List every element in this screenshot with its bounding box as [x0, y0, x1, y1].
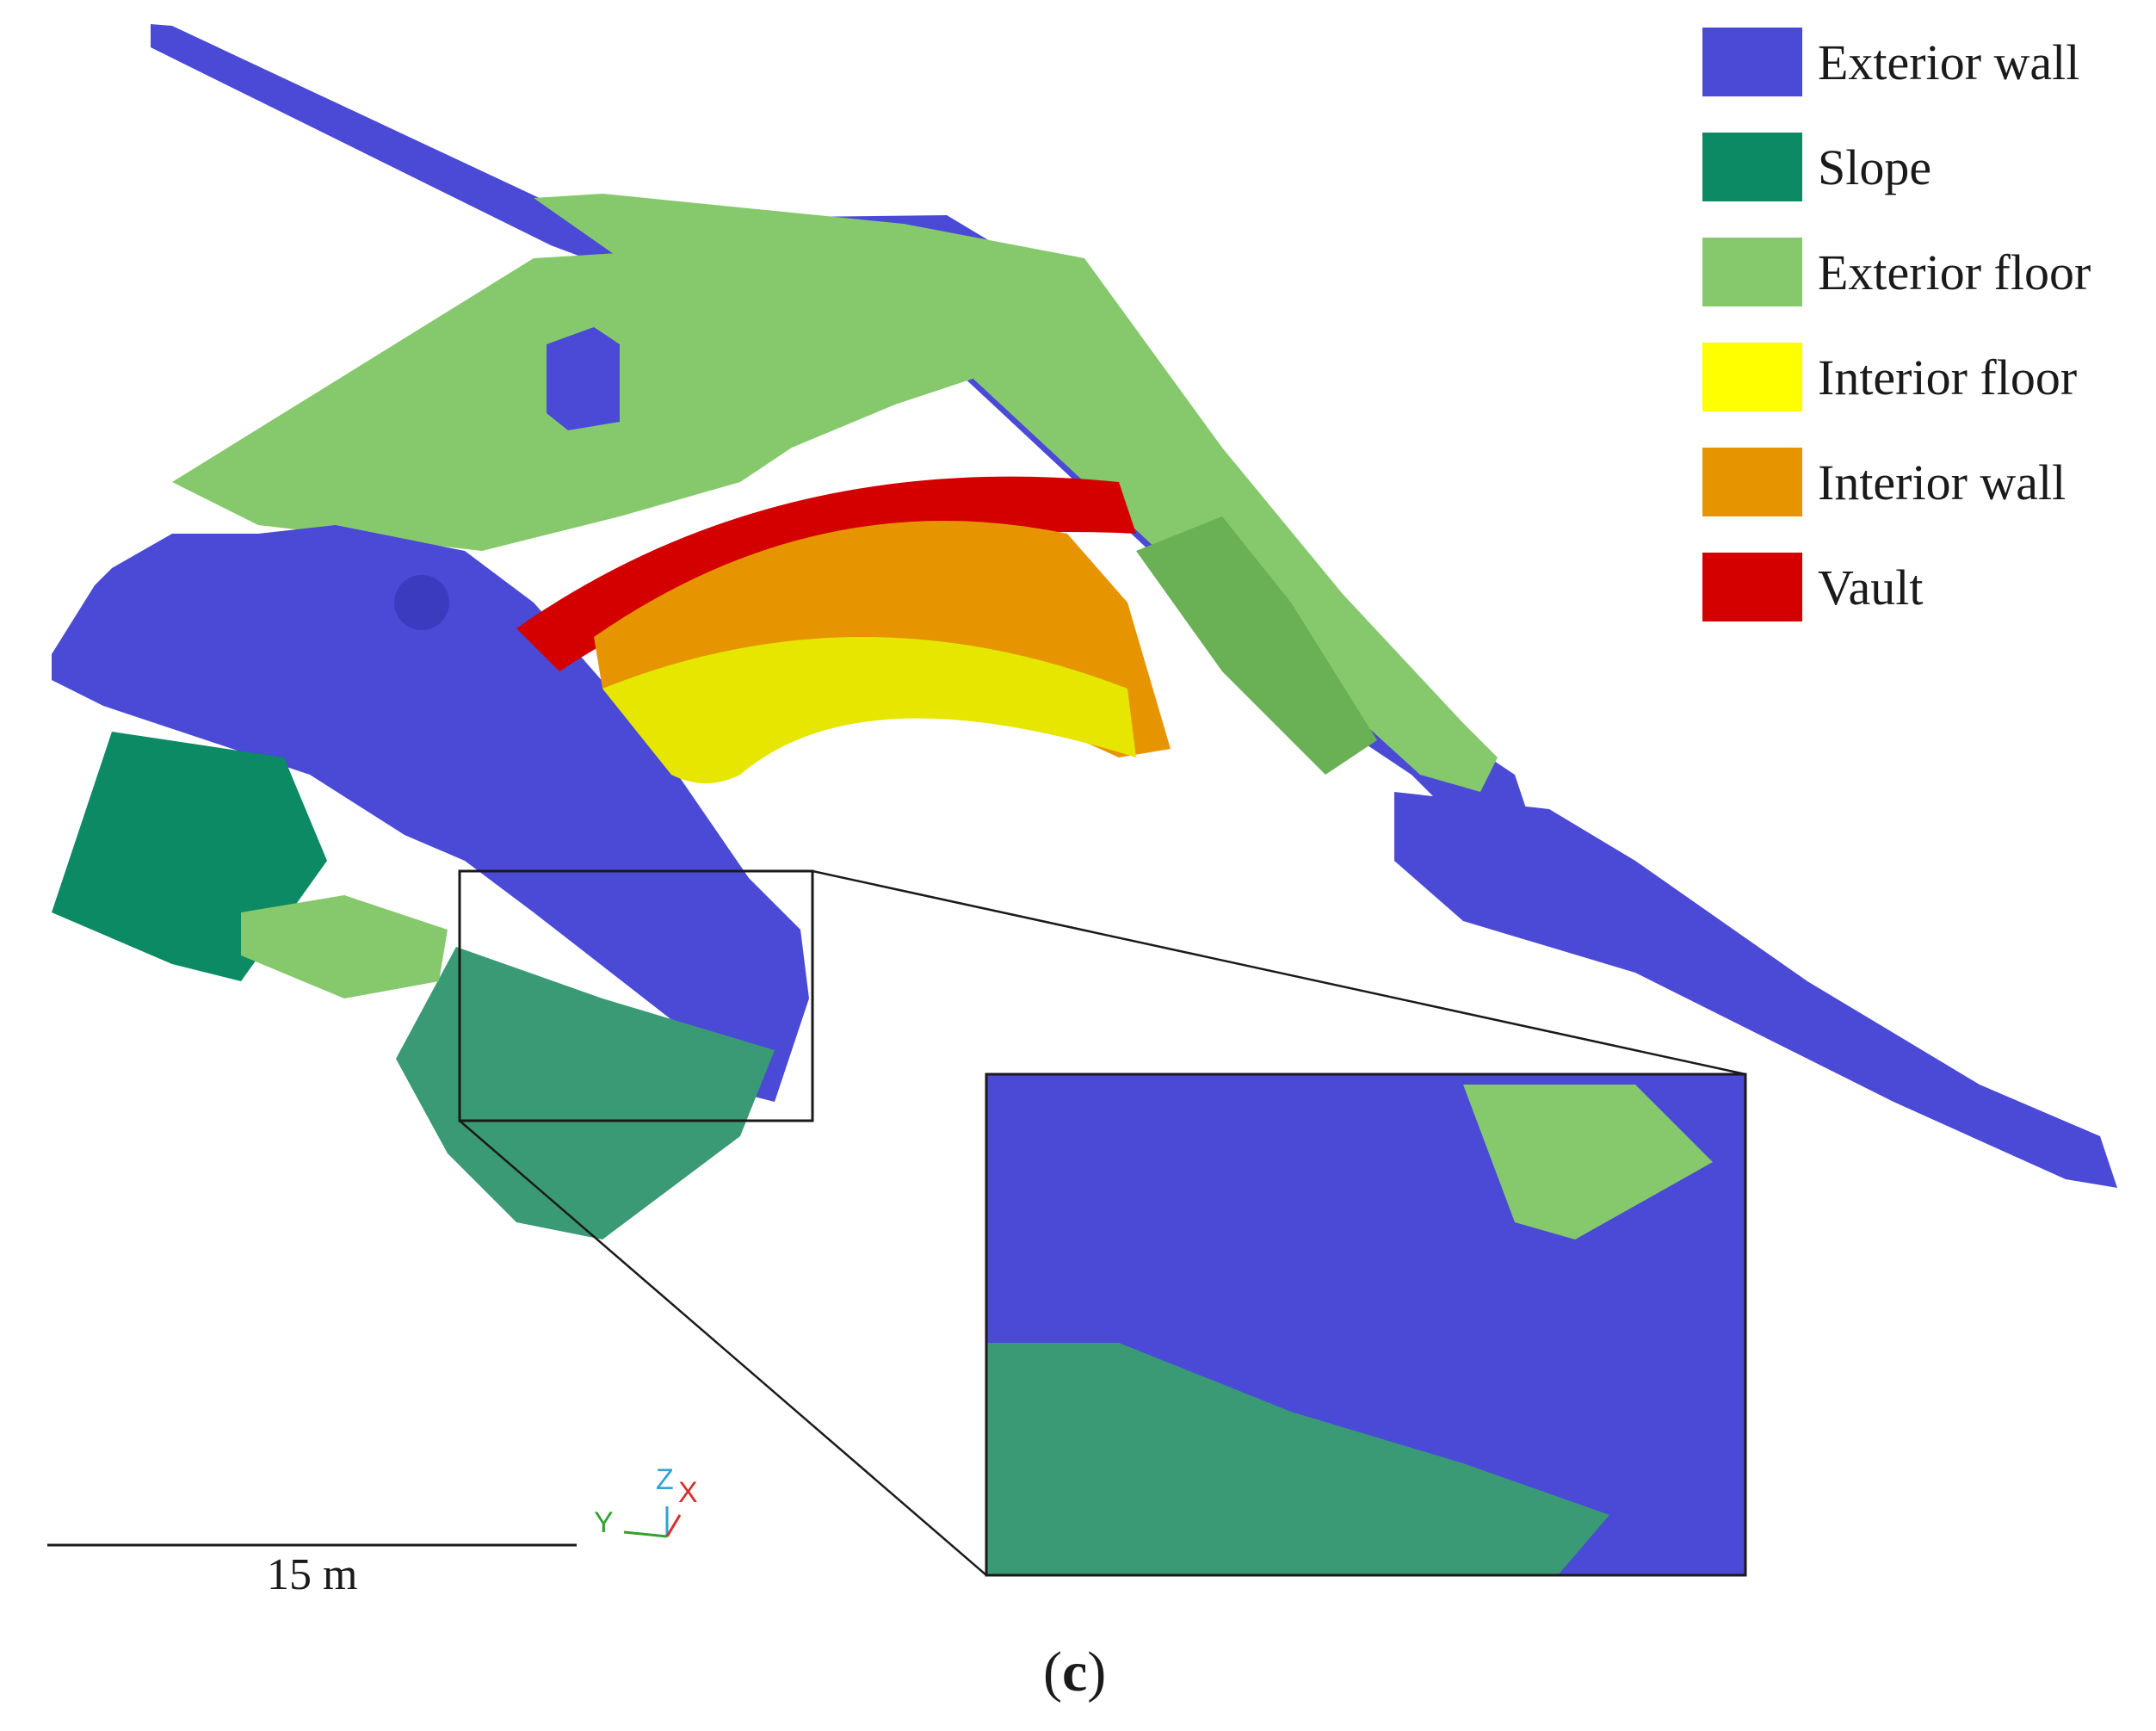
legend-label: Interior wall	[1818, 454, 2066, 510]
legend-item-slope: Slope	[1702, 133, 2133, 205]
legend-item-interior-wall: Interior wall	[1702, 448, 2133, 520]
legend-swatch	[1702, 448, 1802, 516]
axis-z-label: Z	[656, 1463, 674, 1496]
zoom-source-box	[458, 869, 814, 1122]
interior-floor	[602, 637, 1136, 783]
zoom-connector-bottom	[459, 1120, 987, 1576]
exterior-floor-stairs	[1136, 516, 1377, 775]
legend-item-exterior-wall: Exterior wall	[1702, 28, 2133, 100]
legend-label: Exterior wall	[1818, 34, 2080, 90]
legend-item-vault: Vault	[1702, 553, 2133, 625]
legend-label: Interior floor	[1818, 349, 2078, 405]
legend-item-exterior-floor: Exterior floor	[1702, 238, 2133, 310]
legend-label: Exterior floor	[1818, 244, 2091, 300]
zoom-connector-top	[812, 869, 1746, 1076]
legend-swatch	[1702, 238, 1802, 306]
zoom-inset	[985, 1073, 1747, 1577]
legend-swatch	[1702, 553, 1802, 621]
exterior-floor-gate	[241, 895, 448, 998]
legend-swatch	[1702, 28, 1802, 96]
slope-bottom	[396, 947, 775, 1240]
axis-triad: Z X Y	[594, 1463, 698, 1539]
axis-x-label: X	[678, 1476, 698, 1509]
legend-item-interior-floor: Interior floor	[1702, 343, 2133, 415]
exterior-wall-east	[1394, 792, 2117, 1188]
legend-label: Vault	[1818, 559, 1924, 615]
scale-bar-label: 15 m	[267, 1550, 358, 1599]
roof-chimney	[547, 327, 620, 430]
axis-y-label: Y	[594, 1506, 614, 1539]
caption-letter: c	[1061, 1641, 1088, 1703]
legend-swatch	[1702, 133, 1802, 201]
facade-dome	[394, 575, 449, 630]
legend-label: Slope	[1818, 139, 1932, 195]
legend-swatch	[1702, 343, 1802, 411]
exterior-wall-facade	[52, 525, 809, 1102]
figure-caption: (c)	[1043, 1641, 1107, 1703]
